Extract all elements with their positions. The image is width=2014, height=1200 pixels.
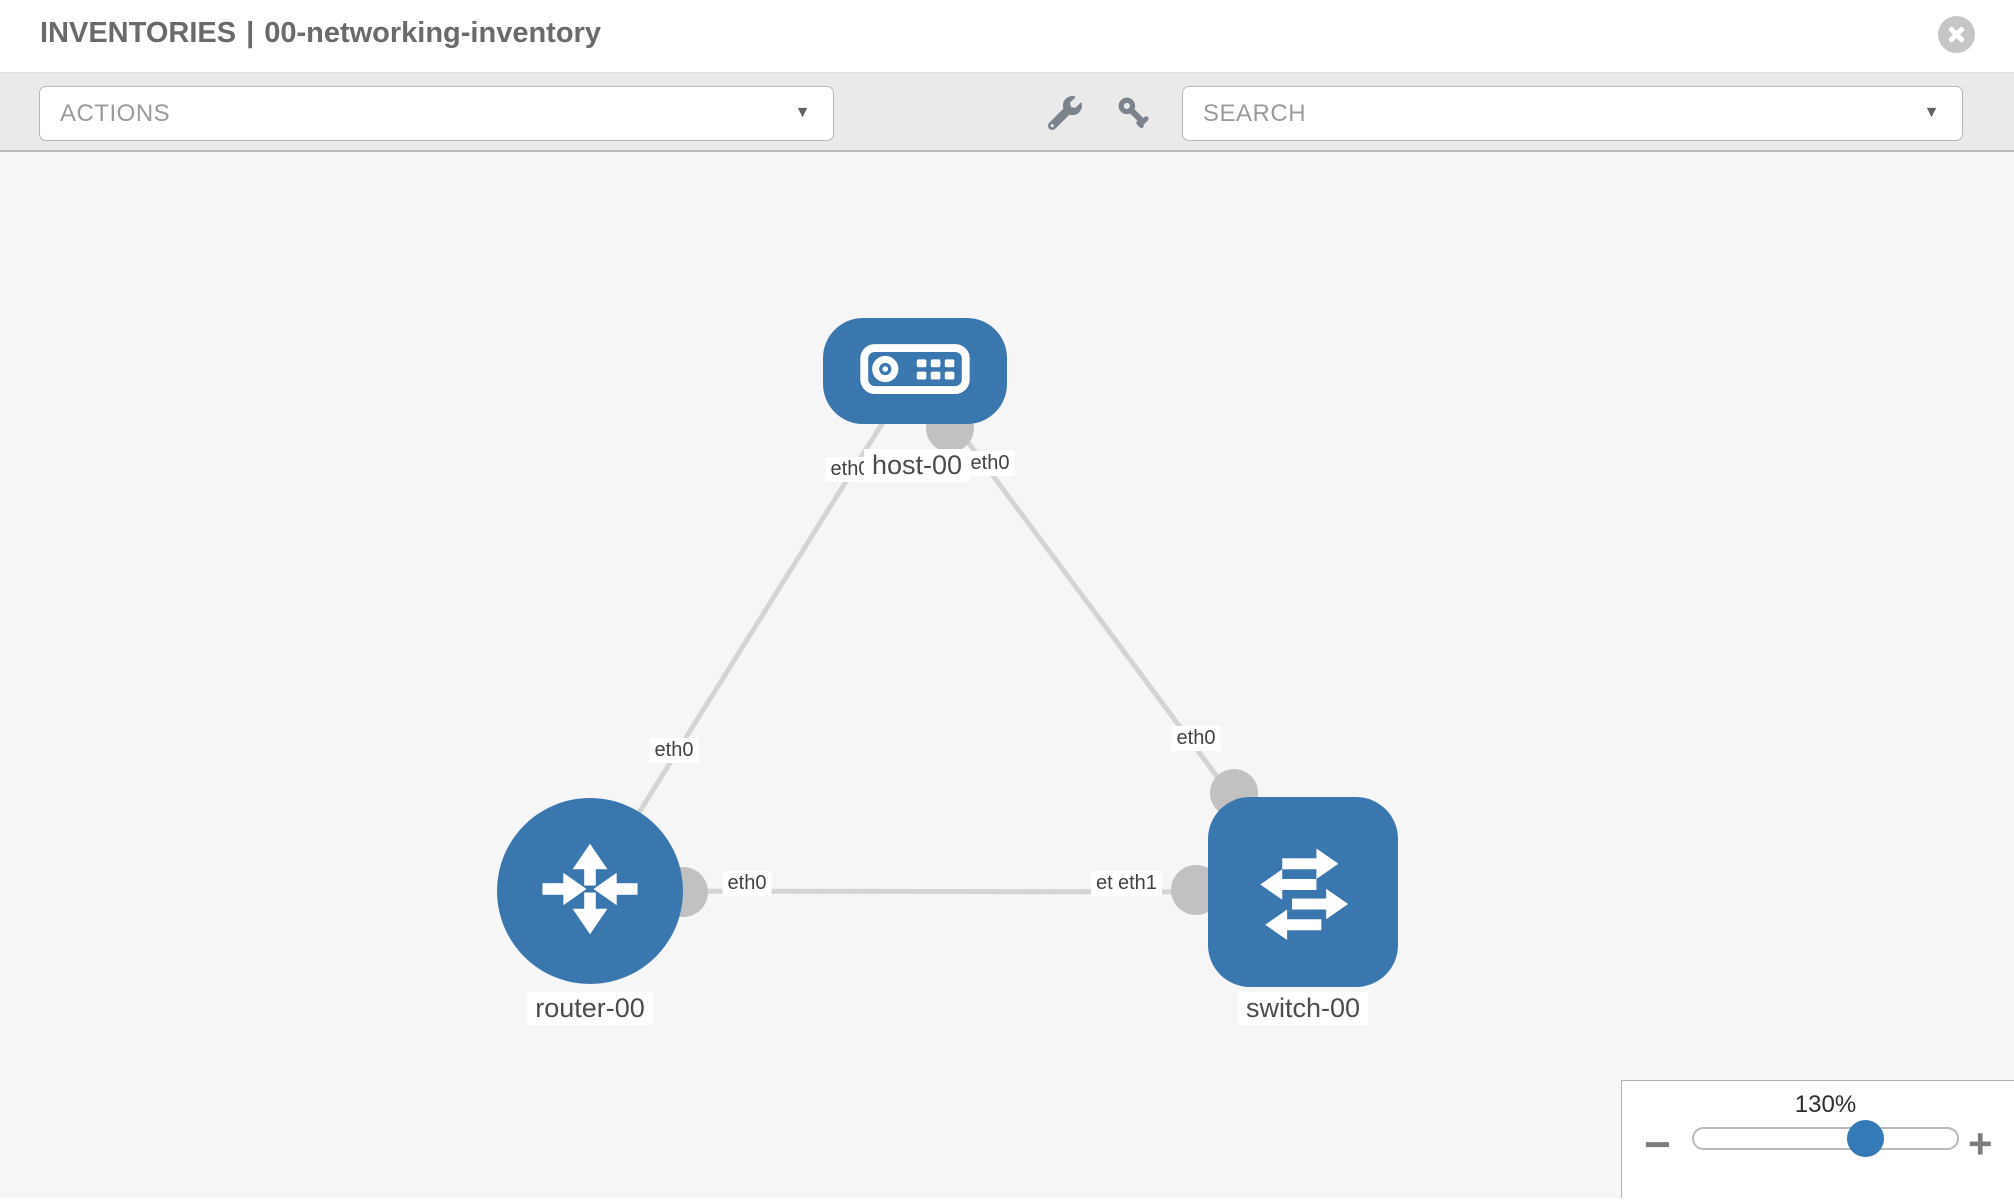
inventory-name: 00-networking-inventory	[264, 17, 601, 49]
node-label-switch-00: switch-00	[1237, 992, 1369, 1025]
zoom-level: 130%	[1794, 1091, 1857, 1118]
panel-header: INVENTORIES | 00-networking-inventory	[0, 0, 2014, 72]
if-label-router-eth0-right: eth0	[722, 871, 772, 896]
zoom-slider-knob[interactable]	[1847, 1120, 1884, 1157]
chevron-down-icon: ▼	[794, 104, 811, 121]
if-label-host-eth0-right: eth0	[965, 451, 1015, 476]
zoom-slider-track[interactable]	[1692, 1127, 1959, 1150]
node-label-host-00: host-00	[863, 449, 971, 482]
page-title-section: INVENTORIES	[40, 17, 237, 49]
zoom-out-button[interactable]: −	[1644, 1118, 1671, 1170]
node-label-router-00: router-00	[527, 992, 653, 1025]
router-icon	[532, 831, 648, 952]
key-icon[interactable]	[1114, 95, 1152, 133]
if-label-switch-eth0-top: eth0	[1171, 726, 1221, 751]
node-switch-00[interactable]	[1208, 797, 1398, 987]
chevron-down-icon: ▼	[1923, 104, 1940, 121]
zoom-in-button[interactable]: +	[1968, 1120, 1993, 1167]
topology-edges	[587, 369, 1306, 917]
toolbar: ACTIONS ▼ SEARCH ▼	[0, 72, 2014, 152]
node-router-00[interactable]	[497, 798, 683, 984]
topology-canvas[interactable]: host-00 router-00 switch-00 eth0 eth0 et…	[0, 152, 2014, 1198]
close-icon[interactable]	[1938, 16, 1975, 53]
actions-dropdown[interactable]: ACTIONS ▼	[39, 86, 834, 141]
host-icon	[859, 341, 971, 402]
switch-icon	[1242, 829, 1364, 956]
search-dropdown-label: SEARCH	[1203, 99, 1307, 127]
actions-dropdown-label: ACTIONS	[60, 99, 171, 127]
if-label-switch-eth1: eth1	[1113, 871, 1162, 896]
page-title: INVENTORIES | 00-networking-inventory	[40, 17, 601, 50]
search-dropdown[interactable]: SEARCH ▼	[1182, 86, 1963, 141]
if-label-router-eth0-top: eth0	[649, 738, 699, 763]
zoom-panel: 130% − +	[1621, 1080, 2014, 1198]
node-host-00[interactable]	[823, 318, 1007, 424]
wrench-icon[interactable]	[1046, 95, 1084, 133]
page-title-divider: |	[246, 17, 255, 49]
